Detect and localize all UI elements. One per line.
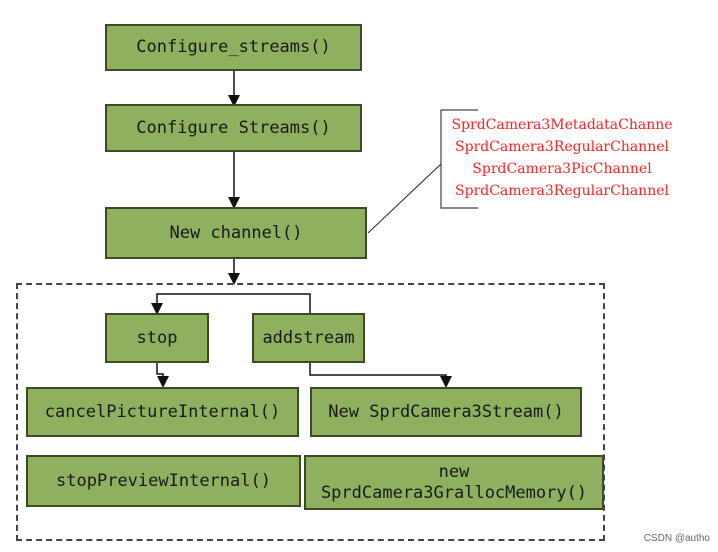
list-bracket: [440, 109, 478, 209]
configure-streams-node: Configure Streams(): [105, 104, 362, 152]
edge-split-to-stop: [151, 293, 311, 315]
edge-stop-to-cancel: [156, 363, 169, 388]
new-gralloc-line2: SprdCamera3GrallocMemory(): [320, 482, 588, 503]
dashed-group: [16, 283, 605, 541]
new-gralloc-node: new SprdCamera3GrallocMemory(): [304, 455, 604, 510]
cancel-picture-node: cancelPictureInternal(): [26, 387, 299, 437]
new-gralloc-line1: new: [438, 461, 470, 482]
callout-line: [367, 163, 442, 234]
channel-list-item: SprdCamera3PicChannel: [472, 161, 652, 177]
channel-list-item: SprdCamera3MetadataChanne: [451, 117, 673, 133]
new-stream-node: New SprdCamera3Stream(): [310, 387, 582, 437]
edge-addstream-to-new-stream: [309, 363, 452, 388]
channel-list-item: SprdCamera3RegularChannel: [455, 139, 669, 155]
watermark: CSDN @autho: [643, 533, 710, 544]
stop-preview-node: stopPreviewInternal(): [26, 455, 301, 507]
configure-streams-lower-node: Configure_streams(): [105, 24, 362, 71]
stop-node: stop: [105, 313, 209, 363]
channel-list: SprdCamera3MetadataChanne SprdCamera3Reg…: [444, 114, 680, 202]
addstream-node: addstream: [252, 313, 365, 363]
channel-list-item: SprdCamera3RegularChannel: [455, 183, 669, 199]
new-channel-node: New channel(): [105, 207, 367, 259]
